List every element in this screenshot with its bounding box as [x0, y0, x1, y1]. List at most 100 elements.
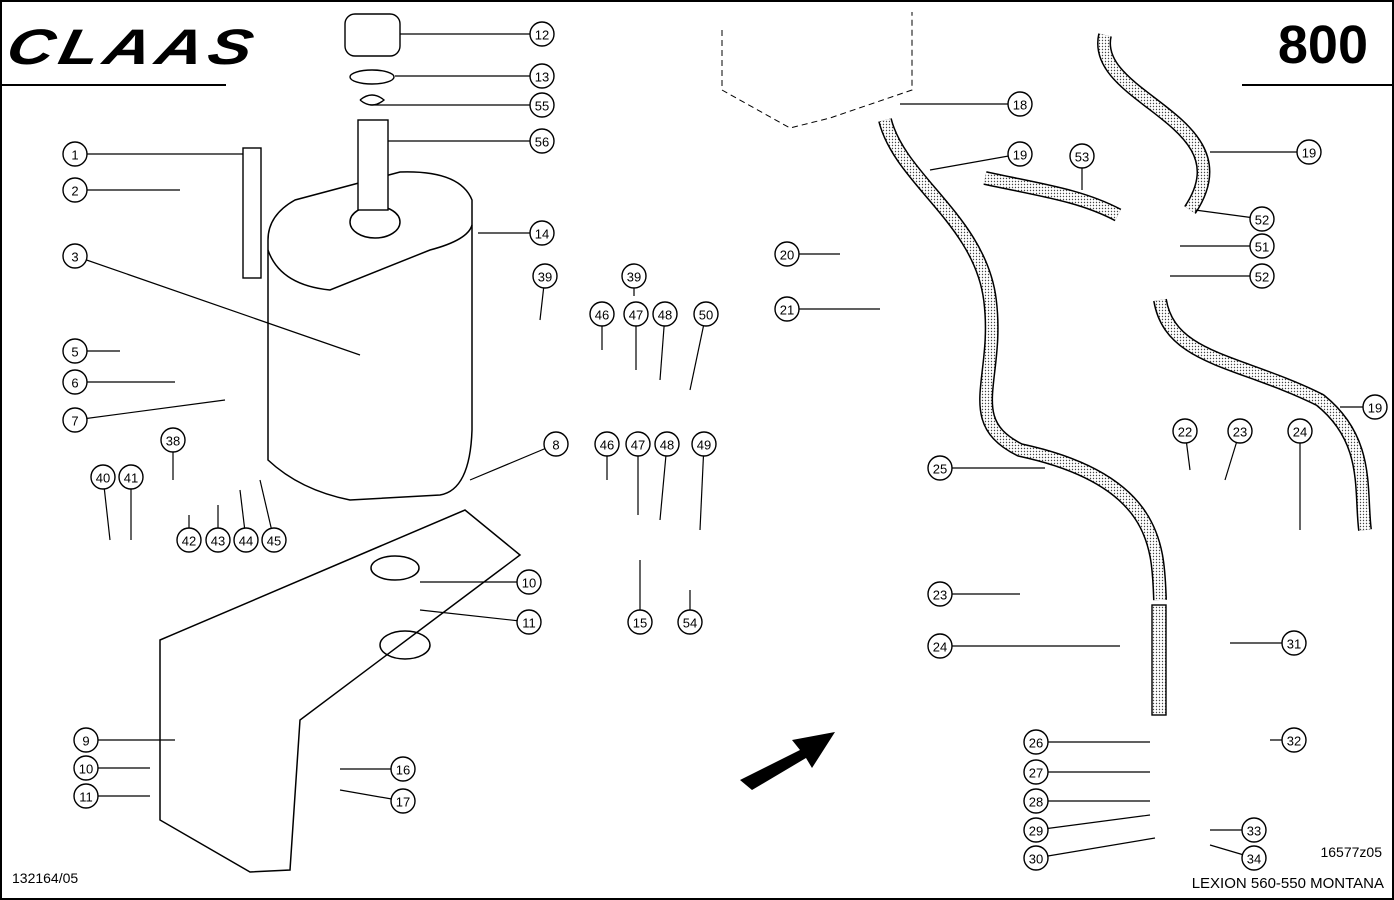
- callout-53: 53: [1069, 143, 1095, 190]
- callout-circle: [1023, 788, 1049, 814]
- filler-cap: [344, 13, 401, 211]
- callout-48: 48: [654, 431, 680, 521]
- callout-circle: [90, 464, 116, 490]
- callout-label: 30: [1029, 852, 1043, 867]
- callout-49: 49: [691, 431, 717, 531]
- callout-label: 52: [1255, 213, 1269, 228]
- callout-label: 34: [1247, 852, 1261, 867]
- callout-33: 33: [1210, 817, 1267, 843]
- callout-32: 32: [1270, 727, 1307, 753]
- callout-circle: [529, 128, 555, 154]
- callout-label: 50: [699, 308, 713, 323]
- callout-circle: [1249, 206, 1275, 232]
- callout-label: 11: [522, 616, 536, 631]
- callout-19: 19: [929, 141, 1033, 171]
- callout-label: 43: [211, 534, 225, 549]
- callout-label: 39: [538, 270, 552, 285]
- callout-51: 51: [1180, 233, 1275, 259]
- callout-47: 47: [625, 431, 651, 515]
- callout-11: 11: [73, 783, 150, 809]
- callout-56: 56: [388, 128, 555, 154]
- callout-55: 55: [370, 92, 555, 118]
- leader-line: [1035, 814, 1151, 831]
- leader-line: [699, 443, 705, 531]
- callout-34: 34: [1209, 844, 1267, 871]
- callout-label: 49: [697, 438, 711, 453]
- callout-44: 44: [233, 489, 259, 553]
- callout-circle: [927, 581, 953, 607]
- callout-circle: [621, 263, 647, 289]
- callout-circle: [1249, 233, 1275, 259]
- callout-label: 51: [1255, 240, 1269, 255]
- callout-13: 13: [395, 63, 555, 89]
- callout-circle: [774, 241, 800, 267]
- callout-circle: [1023, 817, 1049, 843]
- callout-label: 31: [1287, 637, 1301, 652]
- callout-circle: [62, 338, 88, 364]
- hydraulic-tank: [267, 171, 473, 501]
- callout-circle: [1023, 729, 1049, 755]
- callout-circle: [1007, 91, 1033, 117]
- callout-40: 40: [90, 464, 116, 541]
- callout-label: 48: [660, 438, 674, 453]
- callout-label: 29: [1029, 824, 1043, 839]
- callout-label: 45: [267, 534, 281, 549]
- callout-38: 38: [160, 427, 186, 480]
- callout-label: 6: [71, 376, 78, 391]
- callout-27: 27: [1023, 759, 1150, 785]
- callout-label: 55: [535, 99, 549, 114]
- callout-39: 39: [621, 263, 647, 296]
- callout-circle: [62, 141, 88, 167]
- callout-54: 54: [677, 590, 703, 635]
- document-ref: 132164/05: [12, 870, 79, 886]
- callout-23: 23: [927, 581, 1020, 607]
- callout-circle: [652, 301, 678, 327]
- callout-circle: [176, 527, 202, 553]
- leader-line: [419, 609, 530, 623]
- callout-24: 24: [927, 633, 1120, 659]
- callout-circle: [529, 92, 555, 118]
- callout-7: 7: [62, 399, 226, 433]
- callout-circle: [1227, 418, 1253, 444]
- callout-label: 56: [535, 135, 549, 150]
- callout-46: 46: [594, 431, 620, 480]
- callout-label: 53: [1075, 150, 1089, 165]
- callout-circle: [774, 296, 800, 322]
- callout-label: 5: [71, 345, 78, 360]
- callout-label: 10: [79, 762, 93, 777]
- callout-circle: [654, 431, 680, 457]
- callout-11: 11: [419, 609, 542, 635]
- callout-circle: [62, 177, 88, 203]
- callout-circle: [1287, 418, 1313, 444]
- callout-label: 16: [396, 763, 410, 778]
- callout-circle: [390, 788, 416, 814]
- leader-line: [1035, 837, 1156, 859]
- callout-circle: [118, 464, 144, 490]
- callout-43: 43: [205, 505, 231, 553]
- callout-label: 2: [71, 184, 78, 199]
- callout-label: 41: [124, 471, 138, 486]
- callout-label: 54: [683, 616, 697, 631]
- callout-label: 46: [600, 438, 614, 453]
- callout-label: 19: [1368, 401, 1382, 416]
- callout-10: 10: [73, 755, 150, 781]
- callout-circle: [625, 431, 651, 457]
- callout-28: 28: [1023, 788, 1150, 814]
- callout-label: 24: [933, 640, 947, 655]
- callout-52: 52: [1194, 206, 1275, 232]
- callout-label: 26: [1029, 736, 1043, 751]
- callout-8: 8: [469, 431, 569, 481]
- callout-23: 23: [1224, 418, 1253, 481]
- callout-circle: [927, 633, 953, 659]
- callout-circle: [261, 527, 287, 553]
- callout-circle: [1281, 630, 1307, 656]
- callout-circle: [233, 527, 259, 553]
- callout-label: 23: [933, 588, 947, 603]
- callout-label: 39: [627, 270, 641, 285]
- callout-circle: [516, 569, 542, 595]
- callout-label: 20: [780, 248, 794, 263]
- callout-circle: [205, 527, 231, 553]
- callout-label: 22: [1178, 425, 1192, 440]
- callout-label: 18: [1013, 98, 1027, 113]
